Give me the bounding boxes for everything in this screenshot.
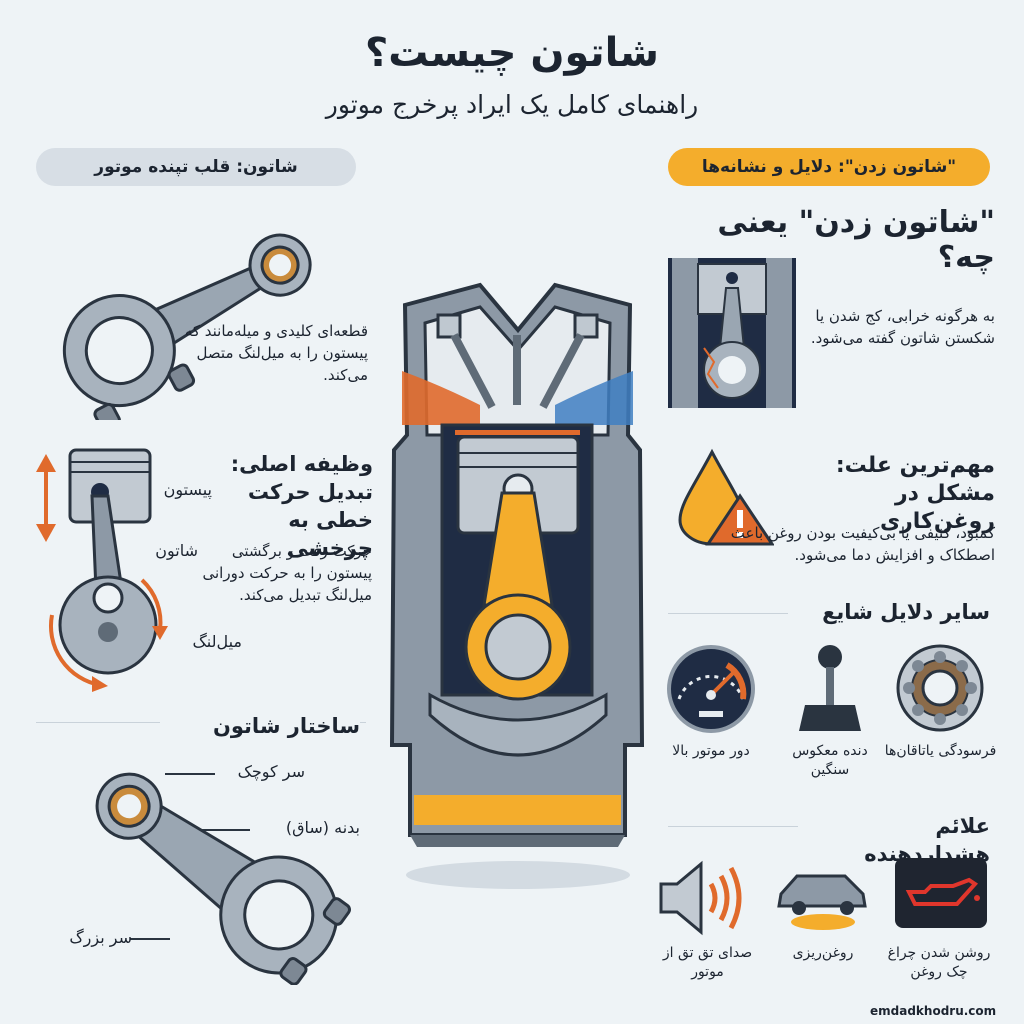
damaged-rod-illustration bbox=[668, 258, 796, 408]
section-pill-right: "شاتون زدن": دلایل و نشانه‌ها bbox=[668, 148, 990, 186]
leader-line-small-end bbox=[165, 773, 215, 775]
label-small-end: سر کوچک bbox=[237, 762, 305, 781]
label-piston: پیستون bbox=[163, 480, 212, 499]
warning-label-sound: صدای تق تق از موتور bbox=[662, 945, 753, 980]
cause-label-rpm: دور موتور بالا bbox=[672, 743, 750, 759]
cause-label-gear: دنده معکوس سنگین bbox=[792, 743, 868, 778]
site-watermark: emdadkhodru.com bbox=[870, 1004, 997, 1018]
warning-label-oil-lamp: روشن شدن چراغ چک روغن bbox=[887, 945, 991, 980]
leader-line-body bbox=[200, 829, 250, 831]
sound-icon bbox=[655, 858, 751, 938]
page-subtitle: راهنمای کامل یک ایراد پرخرج موتور bbox=[325, 90, 699, 119]
leader-line-big-end bbox=[130, 938, 170, 940]
label-crank: میل‌لنگ bbox=[192, 632, 242, 651]
oil-leak-car-icon bbox=[775, 862, 871, 932]
function-title: وظیفه اصلی: تبدیل حرکت خطی به چرخشی bbox=[230, 452, 373, 560]
structure-title: ساختار شاتون bbox=[160, 712, 360, 740]
page-title: شاتون چیست؟ bbox=[365, 30, 659, 76]
gear-shift-icon bbox=[795, 643, 865, 735]
label-rod: شاتون bbox=[155, 541, 198, 560]
label-big-end: سر بزرگ bbox=[69, 928, 132, 947]
tachometer-icon bbox=[665, 643, 757, 735]
meaning-title: "شاتون زدن" یعنی چه؟ bbox=[717, 205, 995, 275]
oil-lamp-icon bbox=[895, 858, 987, 928]
engine-cutaway-illustration bbox=[380, 275, 655, 895]
warnings-title: علائم هشداردهنده bbox=[864, 814, 990, 866]
connecting-rod-illustration bbox=[30, 205, 350, 420]
divider-right-1 bbox=[668, 613, 788, 614]
rod-intro-text: قطعه‌ای کلیدی و میله‌مانند که پیستون را … bbox=[184, 322, 368, 384]
cause-text: کمبود، کثیفی یا بی‌کیفیت بودن روغن باعث … bbox=[730, 524, 995, 564]
function-text: حرکت رفت و برگشتی پیستون را به حرکت دورا… bbox=[202, 542, 372, 604]
cause-title: مهم‌ترین علت: مشکل در روغن‌کاری bbox=[835, 453, 995, 534]
section-pill-left: شاتون: قلب تپنده موتور bbox=[36, 148, 356, 186]
bearing-icon bbox=[895, 643, 985, 733]
piston-crank-diagram bbox=[30, 440, 190, 695]
connecting-rod-structure-illustration bbox=[60, 745, 380, 985]
warning-label-oil-leak: روغن‌ریزی bbox=[792, 945, 854, 961]
divider-right-2 bbox=[668, 826, 798, 827]
label-body: بدنه (ساق) bbox=[285, 818, 360, 837]
cause-label-bearing: فرسودگی یاتاقان‌ها bbox=[884, 743, 997, 759]
meaning-text: به هرگونه خرابی، کج شدن یا شکستن شاتون گ… bbox=[810, 307, 995, 347]
oil-warning-icon bbox=[674, 446, 774, 546]
other-causes-title: سایر دلایل شایع bbox=[822, 600, 990, 624]
